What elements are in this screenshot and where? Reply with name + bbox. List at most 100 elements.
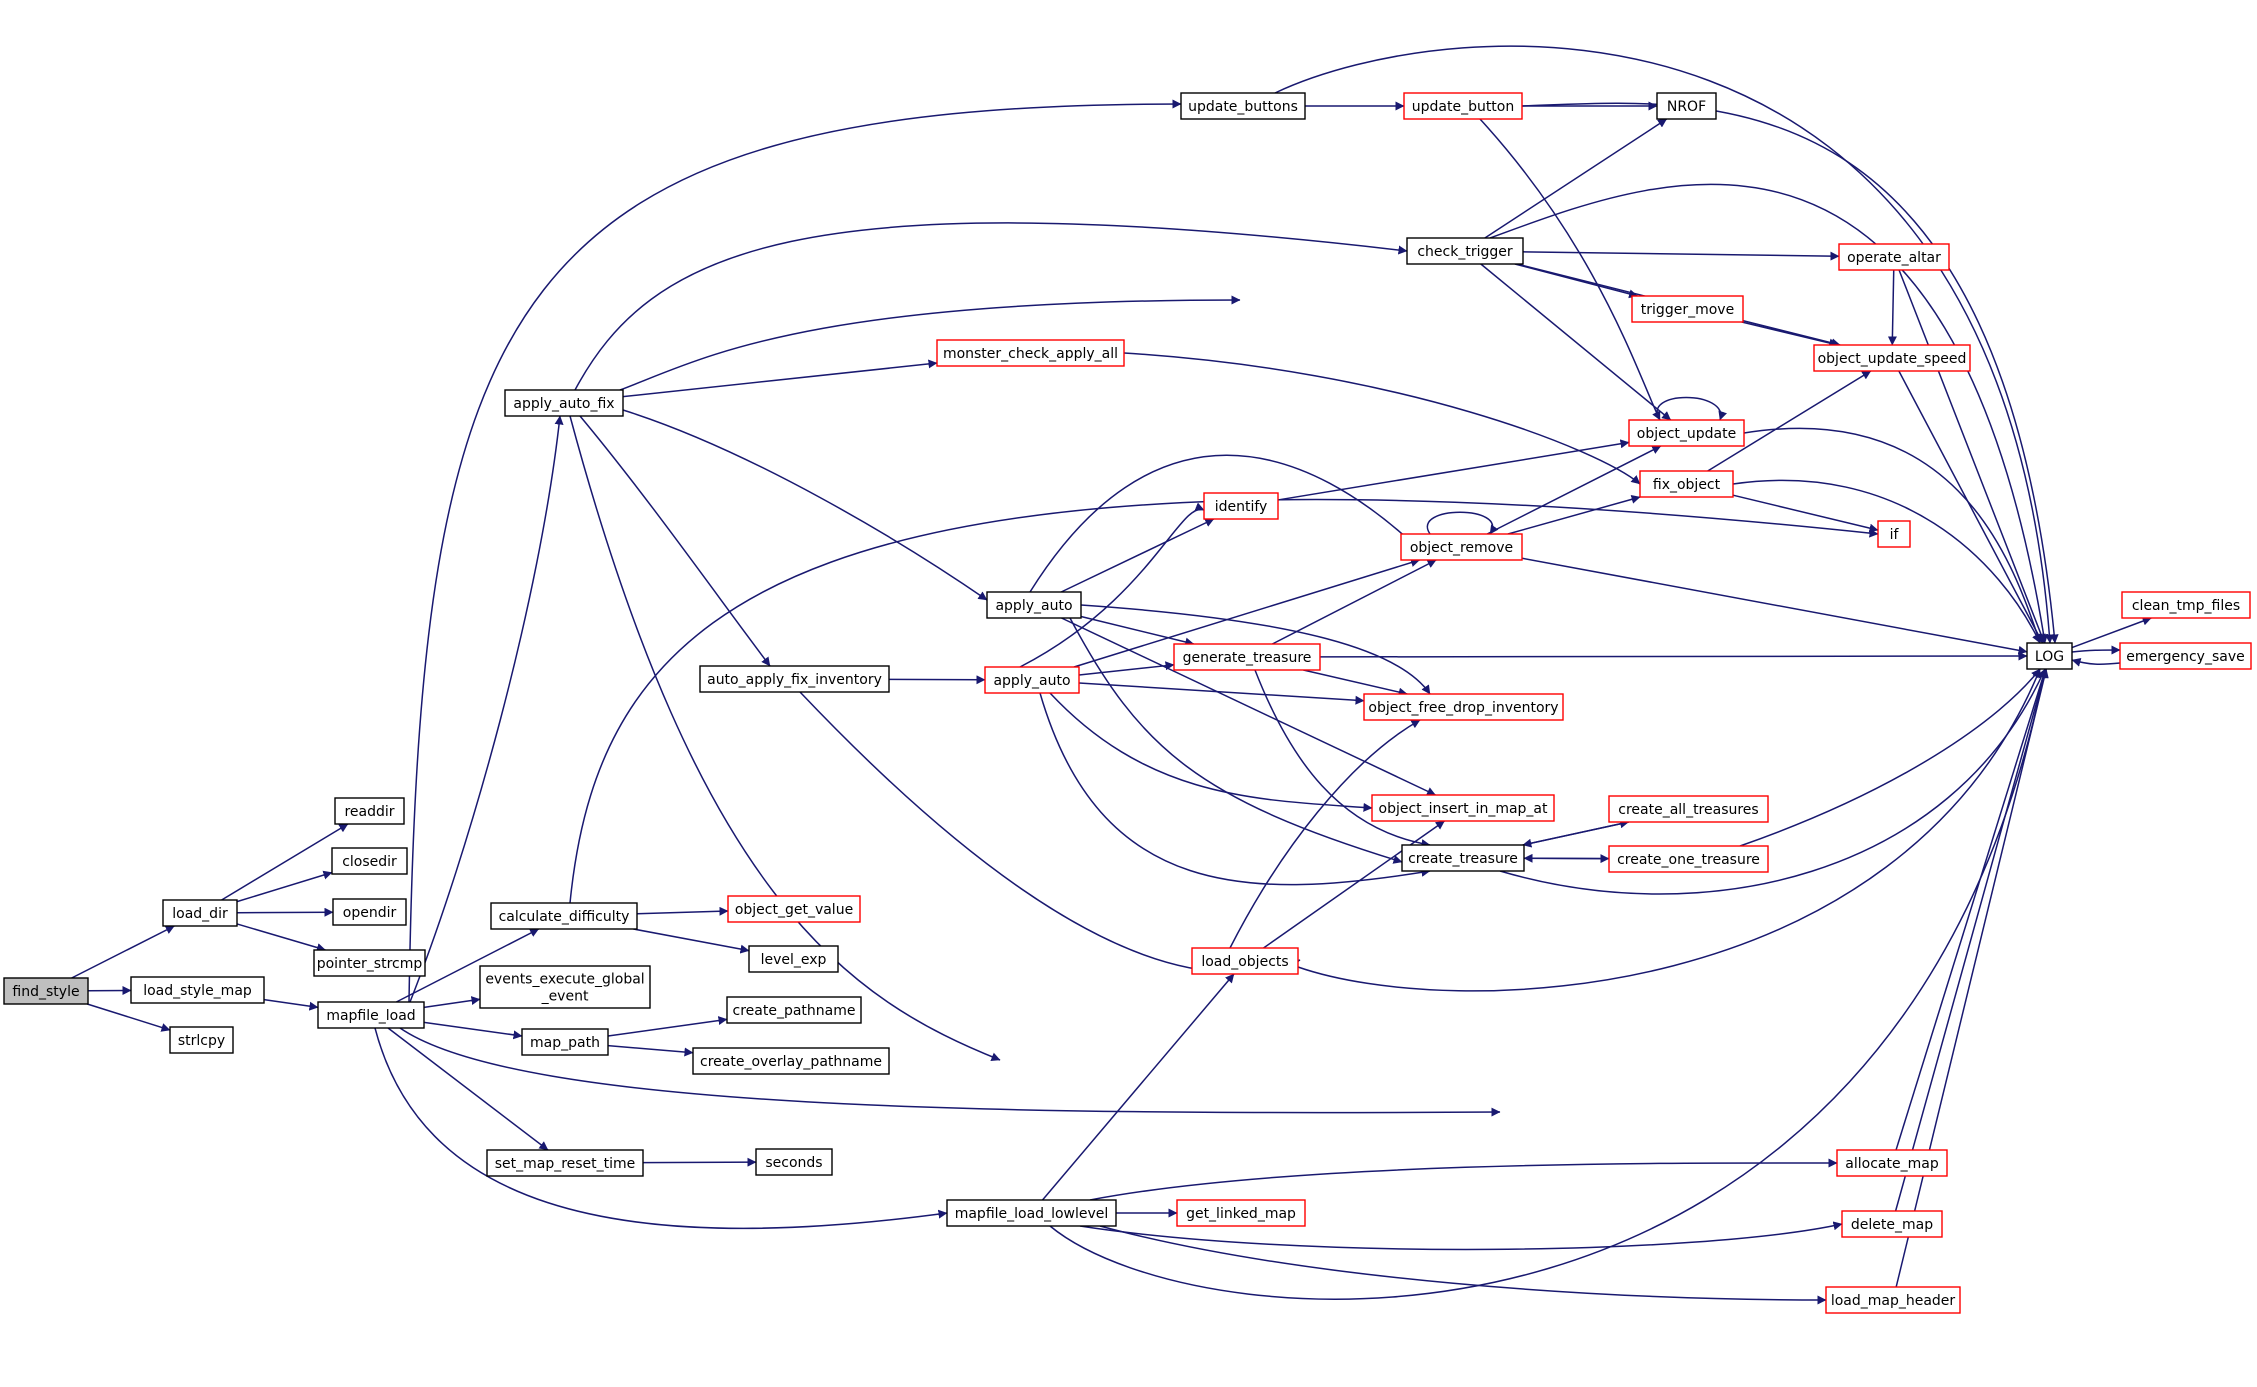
node-trigger-move[interactable]: trigger_move [1631,295,1744,323]
node-load-map-header[interactable]: load_map_header [1825,1286,1961,1314]
node-box[interactable] [936,339,1125,367]
node-mapfile-load-lowlevel[interactable]: mapfile_load_lowlevel [946,1199,1117,1227]
node-box[interactable] [1363,693,1564,721]
node-update-buttons[interactable]: update_buttons [1180,92,1306,120]
node-box[interactable] [1631,295,1744,323]
node-box[interactable] [727,895,861,923]
node-box[interactable] [1203,492,1279,520]
node-box[interactable] [313,949,426,977]
node-box[interactable] [692,1047,890,1075]
node-clean-tmp-files[interactable]: clean_tmp_files [2121,591,2251,619]
node-box[interactable] [490,902,638,930]
node-box[interactable] [334,797,405,825]
node-monster-check-apply-all[interactable]: monster_check_apply_all [936,339,1125,367]
node-box[interactable] [169,1026,234,1054]
node-box[interactable] [946,1199,1117,1227]
node-box[interactable] [1838,243,1950,271]
node-box[interactable] [2026,642,2073,670]
node-box[interactable] [521,1028,609,1056]
node-box[interactable] [1656,92,1717,120]
node-box[interactable] [1406,237,1524,265]
node-closedir[interactable]: closedir [331,847,408,875]
node-set-map-reset-time[interactable]: set_map_reset_time [486,1149,644,1177]
node-box[interactable] [1639,470,1734,498]
node-delete-map[interactable]: delete_map [1841,1210,1943,1238]
node-apply-auto-fix[interactable]: apply_auto_fix [504,389,624,417]
node-load-style-map[interactable]: load_style_map [130,976,265,1004]
node-opendir[interactable]: opendir [332,898,407,926]
node-map-path[interactable]: map_path [521,1028,609,1056]
node-box[interactable] [486,1149,644,1177]
node-auto-apply-fix-inventory[interactable]: auto_apply_fix_inventory [699,665,890,693]
node-fix-object[interactable]: fix_object [1639,470,1734,498]
node-box[interactable] [1836,1149,1948,1177]
node-get-linked-map[interactable]: get_linked_map [1176,1199,1306,1227]
node-box[interactable] [984,666,1080,694]
node-box[interactable] [1371,794,1555,822]
node-box[interactable] [1608,795,1769,823]
node-box[interactable] [1180,92,1306,120]
node-box[interactable] [1877,520,1911,548]
node-box[interactable] [2119,642,2252,670]
node-load-objects[interactable]: load_objects [1191,947,1299,975]
node-generate-treasure[interactable]: generate_treasure [1173,643,1321,671]
node-box[interactable] [748,945,839,973]
node-box[interactable] [699,665,890,693]
node-mapfile-load[interactable]: mapfile_load [317,1001,425,1029]
node-box[interactable] [332,898,407,926]
node-level-exp[interactable]: level_exp [748,945,839,973]
node-box[interactable] [3,977,89,1005]
node-calculate-difficulty[interactable]: calculate_difficulty [490,902,638,930]
node-box[interactable] [1628,419,1745,447]
node-object-remove[interactable]: object_remove [1400,533,1523,561]
node-box[interactable] [1176,1199,1306,1227]
node-object-get-value[interactable]: object_get_value [727,895,861,923]
node-create-treasure[interactable]: create_treasure [1401,844,1525,872]
node-NROF[interactable]: NROF [1656,92,1717,120]
node-box[interactable] [331,847,408,875]
node-create-pathname[interactable]: create_pathname [726,996,862,1024]
node-allocate-map[interactable]: allocate_map [1836,1149,1948,1177]
node-find-style[interactable]: find_style [3,977,89,1005]
node-apply-auto-red[interactable]: apply_auto [984,666,1080,694]
node-update-button[interactable]: update_button [1403,92,1523,120]
node-load-dir[interactable]: load_dir [162,899,238,927]
node-events-execute-global-event[interactable]: events_execute_global_event [479,965,651,1009]
node-box[interactable] [1401,844,1525,872]
node-object-free-drop-inventory[interactable]: object_free_drop_inventory [1363,693,1564,721]
node-box[interactable] [479,965,651,1009]
node-create-one-treasure[interactable]: create_one_treasure [1608,845,1769,873]
node-if[interactable]: if [1877,520,1911,548]
node-box[interactable] [726,996,862,1024]
node-box[interactable] [1173,643,1321,671]
node-box[interactable] [1841,1210,1943,1238]
node-emergency-save[interactable]: emergency_save [2119,642,2252,670]
node-box[interactable] [1608,845,1769,873]
node-box[interactable] [1400,533,1523,561]
node-identify[interactable]: identify [1203,492,1279,520]
node-object-insert-in-map-at[interactable]: object_insert_in_map_at [1371,794,1555,822]
node-LOG[interactable]: LOG [2026,642,2073,670]
node-seconds[interactable]: seconds [755,1148,833,1176]
node-box[interactable] [1191,947,1299,975]
node-create-all-treasures[interactable]: create_all_treasures [1608,795,1769,823]
node-box[interactable] [2121,591,2251,619]
node-box[interactable] [1825,1286,1961,1314]
node-object-update-speed[interactable]: object_update_speed [1813,344,1971,372]
node-object-update[interactable]: object_update [1628,419,1745,447]
node-apply-auto-black[interactable]: apply_auto [986,591,1082,619]
node-box[interactable] [504,389,624,417]
node-box[interactable] [162,899,238,927]
node-box[interactable] [986,591,1082,619]
node-check-trigger[interactable]: check_trigger [1406,237,1524,265]
node-create-overlay-pathname[interactable]: create_overlay_pathname [692,1047,890,1075]
node-box[interactable] [1403,92,1523,120]
node-box[interactable] [1813,344,1971,372]
node-box[interactable] [317,1001,425,1029]
node-readdir[interactable]: readdir [334,797,405,825]
node-operate-altar[interactable]: operate_altar [1838,243,1950,271]
node-box[interactable] [130,976,265,1004]
node-box[interactable] [755,1148,833,1176]
node-strlcpy[interactable]: strlcpy [169,1026,234,1054]
node-pointer-strcmp[interactable]: pointer_strcmp [313,949,426,977]
